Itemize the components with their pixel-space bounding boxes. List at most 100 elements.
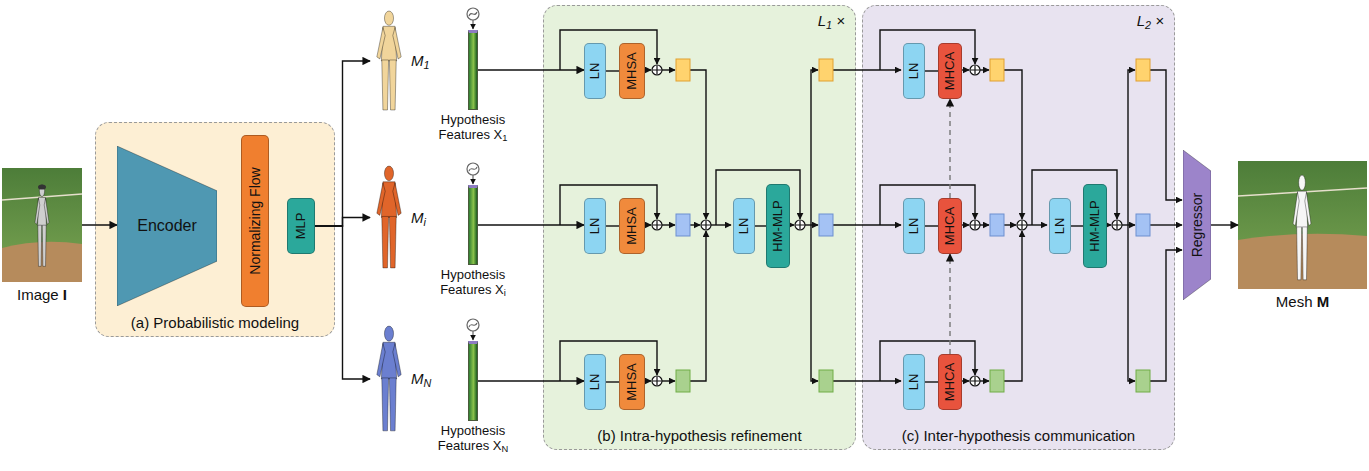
wire	[690, 224, 700, 225]
layer-norm: LN	[733, 198, 755, 254]
text-part: L	[818, 12, 826, 29]
block-label: LN	[907, 63, 922, 80]
block-label: MHSA	[625, 207, 640, 245]
block-label: Hypothesis Features Xi	[431, 268, 515, 298]
block-label: Hypothesis Features XN	[431, 424, 515, 454]
sampling-icon	[469, 12, 477, 16]
text-part: I	[63, 286, 67, 303]
mesh-figure	[377, 166, 401, 268]
text-part: Hypothesis Features X	[440, 267, 505, 297]
text-part: Hypothesis Features X	[439, 112, 506, 142]
module-panel: L2 ×(c) Inter-hypothesis communicationLN…	[862, 5, 1175, 450]
sum-symbol	[970, 376, 980, 386]
text-part: N	[501, 444, 508, 454]
panel-label: (b) Intra-hypothesis refinement	[597, 427, 801, 444]
text-part: 2	[1145, 19, 1151, 31]
sum-symbol	[701, 220, 711, 230]
wire	[980, 380, 989, 381]
wire	[1004, 231, 1022, 381]
sampling-icon	[469, 167, 477, 171]
wire	[833, 224, 901, 225]
layer-norm: LN	[584, 43, 606, 99]
wire	[811, 70, 818, 225]
connector	[606, 381, 619, 382]
self-attention-block: MHSA	[619, 354, 645, 410]
feature-token	[676, 214, 690, 236]
text-part: 1	[502, 133, 507, 143]
encoder-block: Encoder	[117, 146, 217, 306]
residual-line	[1032, 170, 1117, 225]
block-label: LN	[588, 218, 603, 235]
wire	[811, 225, 818, 381]
connector	[315, 218, 370, 227]
sum-symbol	[1112, 220, 1122, 230]
wire	[662, 69, 675, 70]
regressor-block: Regressor	[1183, 150, 1211, 300]
residual-line	[880, 185, 975, 225]
residual-line	[880, 341, 975, 381]
module-panel: (a) Probabilistic modelingEncoderNormali…	[95, 122, 335, 337]
sampling-icon	[469, 323, 477, 327]
feature-bar: Hypothesis Features XN	[468, 341, 478, 421]
wire	[789, 224, 794, 225]
flow-block: Normalizing Flow	[241, 135, 269, 307]
wire	[1004, 70, 1022, 219]
wire	[833, 380, 901, 381]
sum-symbol	[652, 220, 662, 230]
text-part: M	[411, 209, 424, 226]
wire	[690, 231, 706, 381]
block-label: MHCA	[943, 207, 958, 245]
wire	[1150, 70, 1182, 200]
wire	[1122, 224, 1135, 225]
mlp-block: MLP	[287, 198, 315, 254]
text-part: ×	[832, 12, 845, 29]
field-line	[2, 194, 82, 200]
player-figure	[35, 185, 49, 266]
feature-token	[1136, 214, 1150, 236]
layer-norm: LN	[903, 43, 925, 99]
sum-symbol	[970, 220, 980, 230]
text-part: Hypothesis Features X	[438, 423, 505, 453]
mlp-block: HM-MLP	[1083, 184, 1107, 268]
wire	[1128, 70, 1135, 225]
feature-token	[990, 370, 1004, 392]
wire	[711, 224, 731, 225]
connector	[478, 69, 584, 70]
residual-line	[560, 185, 657, 225]
connector	[606, 70, 619, 71]
self-attention-block: MHSA	[619, 43, 645, 99]
block-outline	[117, 146, 217, 306]
mesh-figure	[1293, 175, 1311, 280]
sampling-arrow	[472, 20, 473, 29]
photo-background	[2, 168, 82, 282]
wire	[833, 69, 901, 70]
connector	[949, 99, 950, 198]
block-label: LN	[907, 374, 922, 391]
block-label: LN	[737, 218, 752, 235]
sampling-arrow	[472, 175, 473, 184]
sum-symbol	[652, 65, 662, 75]
text-part: N	[424, 377, 432, 389]
sampling-icon	[467, 8, 479, 20]
connector	[949, 254, 950, 354]
cross-attention-block: MHCA	[938, 43, 962, 99]
mlp-block: HM-MLP	[766, 184, 790, 268]
residual-line	[560, 341, 657, 381]
block-label: M1	[411, 52, 430, 69]
block-label: MHSA	[625, 363, 640, 401]
sum-symbol	[652, 376, 662, 386]
block-label: Mi	[411, 209, 426, 226]
feature-token	[819, 214, 833, 236]
block-label: HM-MLP	[1088, 200, 1103, 251]
text-part: ×	[1151, 12, 1164, 29]
self-attention-block: MHSA	[619, 198, 645, 254]
connector	[82, 224, 117, 225]
feature-token	[819, 370, 833, 392]
connector	[315, 61, 370, 226]
block-label: LN	[907, 218, 922, 235]
wire	[1004, 224, 1016, 225]
wire	[961, 380, 969, 381]
mesh-hypothesis: M1	[370, 10, 408, 112]
block-label: Mesh M	[1276, 293, 1329, 310]
block-label: HM-MLP	[771, 200, 786, 251]
